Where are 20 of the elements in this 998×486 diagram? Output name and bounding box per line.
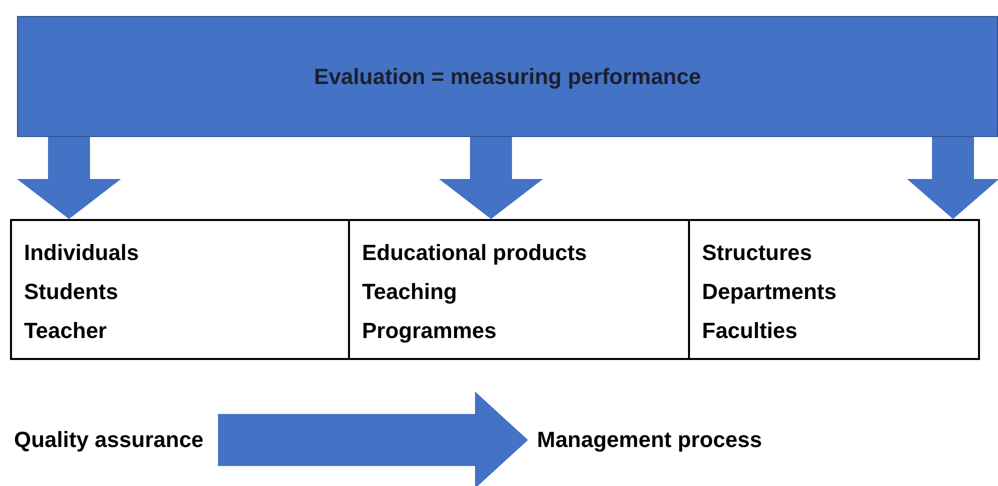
item-text: Programmes [362, 317, 497, 345]
item-text: Students [24, 278, 118, 306]
item-text: Structures [702, 239, 812, 267]
banner-title: Evaluation = measuring performance [314, 64, 701, 90]
block-arrow [439, 137, 543, 219]
item-text: Educational products [362, 239, 587, 267]
block-arrow [907, 137, 998, 219]
item-text: Individuals [24, 239, 139, 267]
block-arrow [218, 392, 528, 486]
process-label: Quality assurance [14, 427, 204, 453]
item-text: Teaching [362, 278, 457, 306]
category-box [348, 219, 690, 360]
category-box [10, 219, 350, 360]
banner-box [17, 16, 998, 137]
process-label: Management process [537, 427, 762, 453]
item-text: Faculties [702, 317, 798, 345]
block-arrow [17, 137, 121, 219]
category-box [688, 219, 980, 360]
item-text: Departments [702, 278, 836, 306]
item-text: Teacher [24, 317, 107, 345]
